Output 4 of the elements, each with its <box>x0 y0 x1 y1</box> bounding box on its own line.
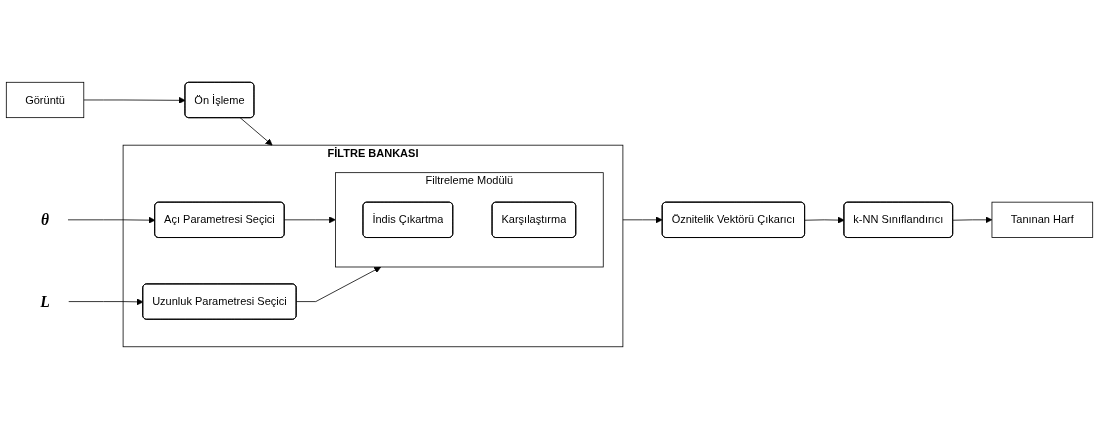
node-box: Görüntü <box>5 82 85 119</box>
node-text: θ <box>40 211 50 229</box>
node-text: L <box>40 293 50 311</box>
node-box: Tanınan Harf <box>991 202 1094 239</box>
